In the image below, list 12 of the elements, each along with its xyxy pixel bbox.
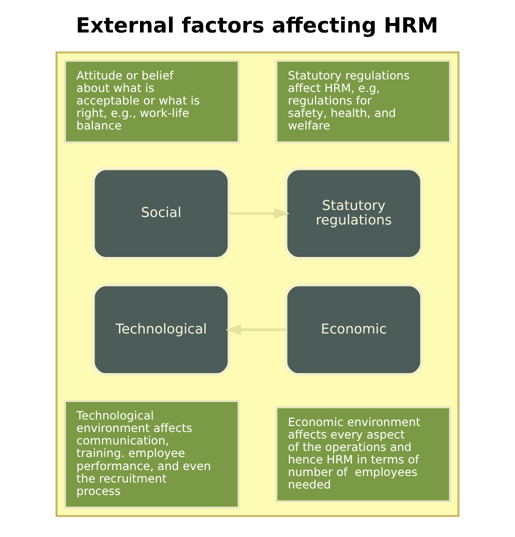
- node-box: Statutory regulations affect HRM, e.g, regulations for safety, health, and welfare: [275, 60, 452, 144]
- node-box: Attitude or belief about what is acceptable or what is right, e.g., work-life balance: [64, 60, 240, 144]
- cluster: [56, 51, 460, 518]
- node-box: Technological: [92, 283, 231, 376]
- node-box: Economic: [284, 283, 424, 376]
- node-box: Technological environment affects communication, training. employee performance, and even the recruitment process: [64, 400, 240, 509]
- arrow: [229, 208, 290, 220]
- node-box: Statutory regulations: [284, 166, 424, 260]
- node-box: Social: [92, 166, 231, 260]
- diagram-title: External factors affecting HRM: [76, 14, 438, 38]
- node-box: Economic environment affects every aspect of the operations and hence HRM in terms of number of employees needed: [275, 406, 452, 502]
- arrow: [225, 324, 286, 336]
